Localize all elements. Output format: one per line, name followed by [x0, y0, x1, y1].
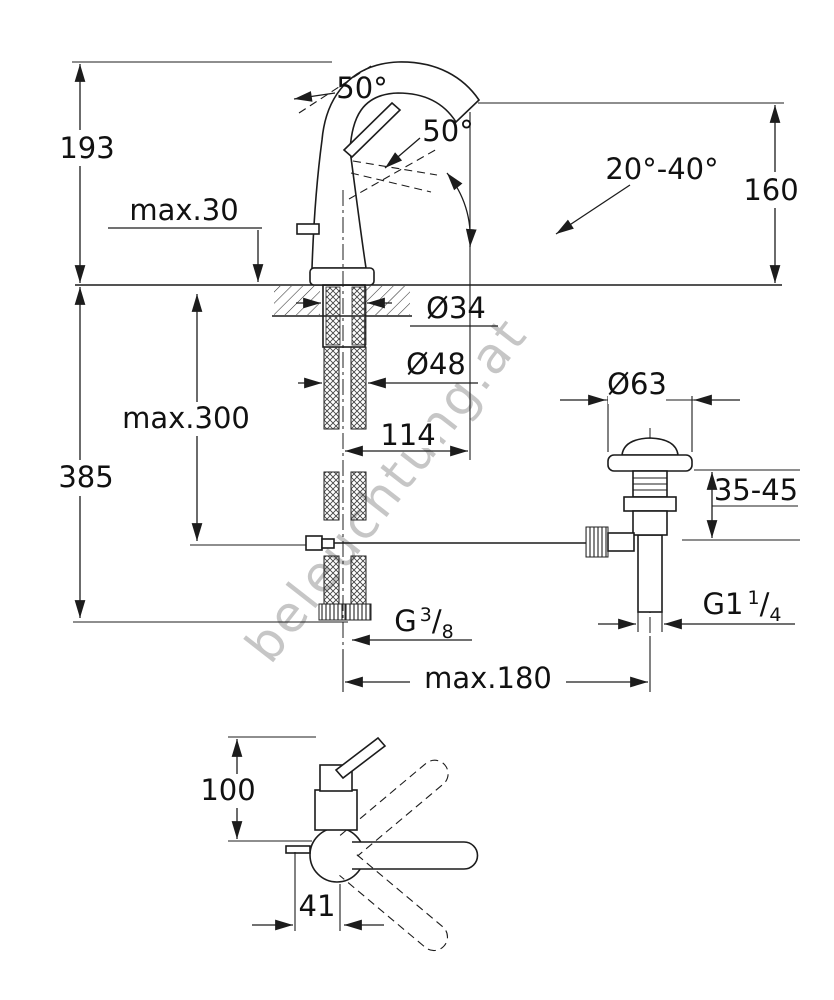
dim-41-label: 41 — [299, 889, 336, 923]
pop-up-rod-group — [305, 535, 586, 551]
hose-nut-right — [344, 603, 372, 621]
supply-hose-right-mid — [350, 471, 367, 521]
faucet-base — [309, 267, 375, 286]
dim-160-label: 160 — [743, 173, 798, 207]
supply-hose-right-upper — [350, 346, 367, 430]
shank-hose-right — [351, 286, 367, 346]
angle-50-lower-label: 50° — [422, 114, 473, 148]
dimension-lines — [72, 61, 800, 931]
dim-35-45-label: 35-45 — [714, 473, 798, 507]
hose-nut-left — [318, 603, 346, 621]
watermark-text: beleuchtung.at — [234, 306, 539, 673]
drain-flange — [607, 454, 693, 472]
rod-ball-joint — [607, 532, 635, 552]
supply-hose-left-upper — [323, 346, 340, 430]
drain-assembly-group — [585, 428, 693, 636]
deck-hatch-right — [366, 286, 410, 315]
handle-position-dash-1 — [352, 160, 438, 176]
drain-collar — [623, 496, 677, 512]
handle-position-dash-2 — [350, 172, 432, 193]
lever-handle — [342, 101, 402, 159]
plan-view — [285, 736, 479, 952]
dim-max300-label: max.300 — [122, 401, 250, 435]
rod-joint — [305, 535, 323, 551]
dim-114-label: 114 — [380, 418, 435, 452]
knurled-nut — [585, 526, 609, 558]
pop-up-rod-side — [285, 845, 311, 854]
dim-193-label: 193 — [59, 131, 114, 165]
supply-hose-left-mid — [323, 471, 340, 521]
dim-max180-label: max.180 — [424, 661, 552, 695]
spout-plan-swivel-down — [339, 854, 449, 952]
handle-swing-arc — [446, 172, 477, 248]
body-cylinder-side — [314, 789, 358, 831]
spout-plan-solid — [352, 841, 479, 870]
dim-385-label: 385 — [58, 460, 113, 494]
deck-hatch-left — [274, 286, 320, 315]
spout-plan-swivel-up — [339, 759, 449, 857]
angle-50-top-label: 50° — [336, 71, 387, 105]
aerator-axis-dash — [348, 148, 438, 200]
shank-hose-left — [325, 286, 341, 346]
supply-hose-left-lower — [323, 555, 340, 605]
rod-coupler — [321, 538, 335, 549]
below-deck-group — [318, 284, 372, 621]
angle-20-40-label: 20°-40° — [605, 152, 718, 186]
dim-d63-label: Ø63 — [607, 367, 667, 401]
dim-d34-label: Ø34 — [426, 291, 486, 325]
spout-axis-dash — [298, 65, 372, 114]
main-view — [75, 61, 782, 660]
pop-up-knob — [296, 223, 320, 235]
lever-handle-side — [334, 736, 387, 780]
drain-body — [632, 510, 668, 536]
dimension-labels: 193 max.30 160 50° 50° 20°-40° Ø34 Ø48 m… — [53, 71, 804, 923]
drain-tailpipe — [637, 534, 663, 613]
dim-max30-label: max.30 — [129, 193, 238, 227]
supply-hose-right-lower — [350, 555, 367, 605]
dim-d48-label: Ø48 — [406, 347, 466, 381]
dim-100-label: 100 — [200, 773, 255, 807]
drain-plug-dome — [621, 437, 679, 456]
